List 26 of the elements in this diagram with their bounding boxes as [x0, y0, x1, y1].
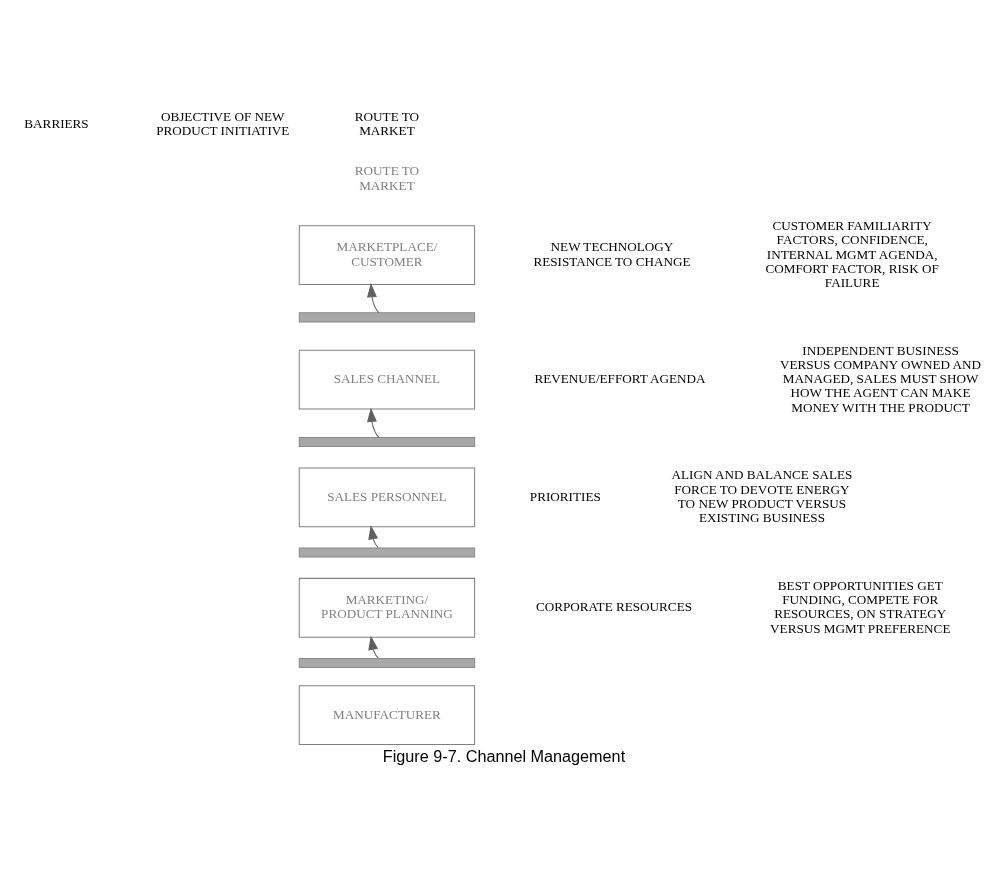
- node-bar: [298, 657, 476, 668]
- node-bar: [298, 546, 476, 558]
- node-box: MARKETING/ PRODUCT PLANNING: [298, 577, 476, 638]
- arrow: [366, 282, 380, 313]
- node-box: SALES CHANNEL: [298, 349, 476, 410]
- label: ROUTE TO MARKET: [354, 162, 420, 193]
- node-bar: [298, 311, 476, 322]
- node-box: MANUFACTURER: [298, 684, 476, 745]
- node-bar: [298, 436, 476, 447]
- label: NEW TECHNOLOGY RESISTANCE TO CHANGE: [533, 238, 691, 269]
- caption: Figure 9-7. Channel Management: [382, 746, 626, 765]
- arrow: [366, 407, 380, 438]
- label: ROUTE TO MARKET: [354, 108, 420, 138]
- arrow: [368, 524, 379, 548]
- label: OBJECTIVE OF NEW PRODUCT INITIATIVE: [156, 108, 290, 138]
- label: CUSTOMER FAMILIARITY FACTORS, CONFIDENCE, INTERNAL MGMT AGENDA, COMFORT FACTOR, RISK OF FAILURE: [765, 217, 939, 290]
- node-box: SALES PERSONNEL: [298, 466, 476, 527]
- label: ALIGN AND BALANCE SALES FORCE TO DEVOTE ENERGY TO NEW PRODUCT VERSUS EXISTING BUSINESS: [671, 466, 853, 525]
- node-box: MARKETPLACE/ CUSTOMER: [298, 224, 476, 285]
- label: INDEPENDENT BUSINESS VERSUS COMPANY OWNED AND MANAGED, SALES MUST SHOW HOW THE AGENT CAN MAKE MONEY WITH THE PRODUCT: [779, 342, 982, 415]
- label: BARRIERS: [24, 115, 89, 131]
- label: CORPORATE RESOURCES: [535, 598, 693, 614]
- arrow: [368, 635, 379, 659]
- label: BEST OPPORTUNITIES GET FUNDING, COMPETE FOR RESOURCES, ON STRATEGY VERSUS MGMT PREFERENCE: [770, 577, 951, 635]
- label: REVENUE/EFFORT AGENDA: [534, 370, 706, 386]
- label: PRIORITIES: [529, 488, 601, 504]
